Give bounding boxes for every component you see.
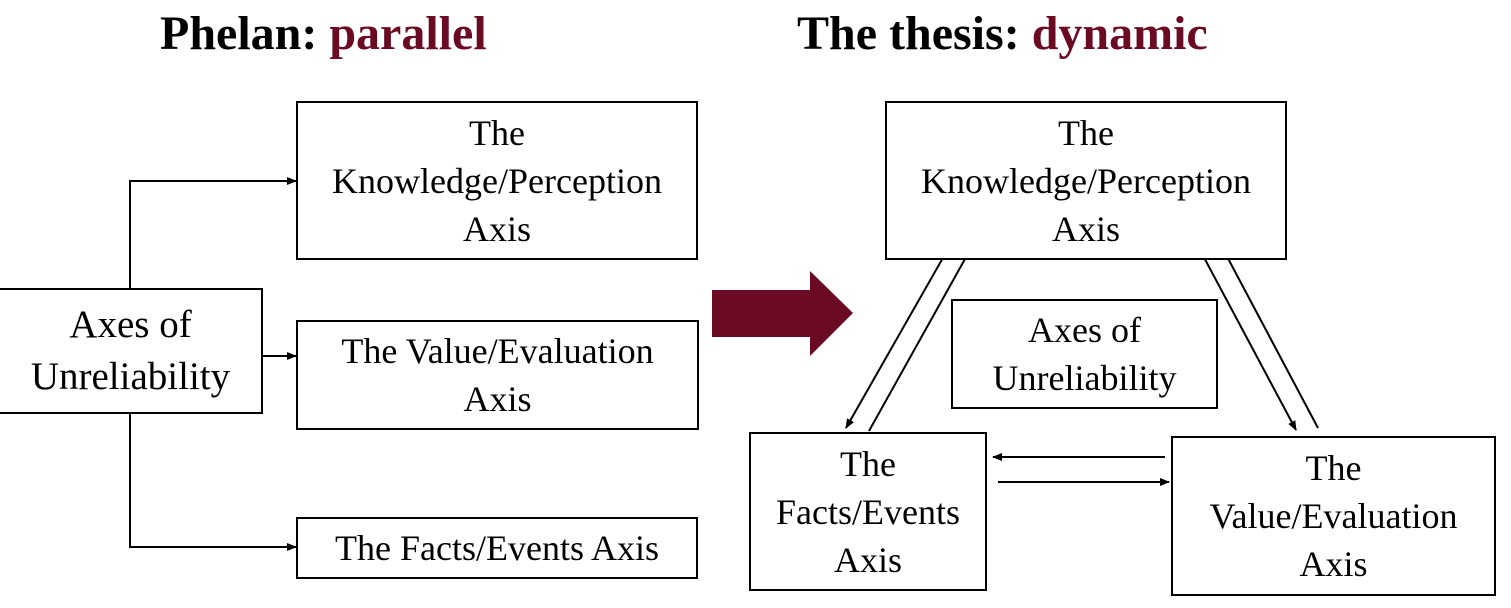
left-knowledge-label: The Knowledge/Perception Axis — [332, 112, 662, 249]
connector-to-facts — [129, 413, 297, 551]
right-facts-events-box: The Facts/Events Axis — [749, 432, 987, 591]
right-knowledge-perception-box: The Knowledge/Perception Axis — [885, 101, 1287, 260]
right-title-prefix: The thesis: — [797, 7, 1032, 60]
left-value-evaluation-box: The Value/Evaluation Axis — [296, 320, 699, 430]
left-title-prefix: Phelan: — [160, 7, 330, 60]
left-diagram-title: Phelan: parallel — [160, 4, 487, 64]
left-center-label: Axes of Unreliability — [30, 303, 231, 398]
left-title-accent: parallel — [329, 7, 487, 60]
transition-arrow — [712, 271, 853, 356]
right-center-label: Axes of Unreliability — [992, 310, 1177, 398]
right-knowledge-label: The Knowledge/Perception Axis — [921, 112, 1251, 249]
left-knowledge-perception-box: The Knowledge/Perception Axis — [296, 101, 698, 260]
left-axes-of-unreliability-box: Axes of Unreliability — [0, 288, 263, 414]
left-value-label: The Value/Evaluation Axis — [341, 331, 654, 419]
arrow-knowledge-to-value — [1199, 249, 1297, 431]
right-facts-label: The Facts/Events Axis — [776, 443, 960, 580]
right-value-evaluation-box: The Value/Evaluation Axis — [1171, 436, 1496, 596]
right-value-label: The Value/Evaluation Axis — [1209, 448, 1458, 584]
right-title-accent: dynamic — [1031, 7, 1208, 60]
arrow-knowledge-to-facts — [845, 248, 949, 429]
right-axes-of-unreliability-box: Axes of Unreliability — [951, 299, 1218, 409]
right-diagram-title: The thesis: dynamic — [797, 4, 1208, 64]
connector-to-knowledge — [129, 177, 297, 288]
left-facts-events-box: The Facts/Events Axis — [296, 517, 698, 579]
arrow-value-to-knowledge — [1222, 248, 1319, 429]
arrow-facts-to-knowledge — [868, 249, 971, 432]
left-facts-label: The Facts/Events Axis — [335, 528, 659, 568]
